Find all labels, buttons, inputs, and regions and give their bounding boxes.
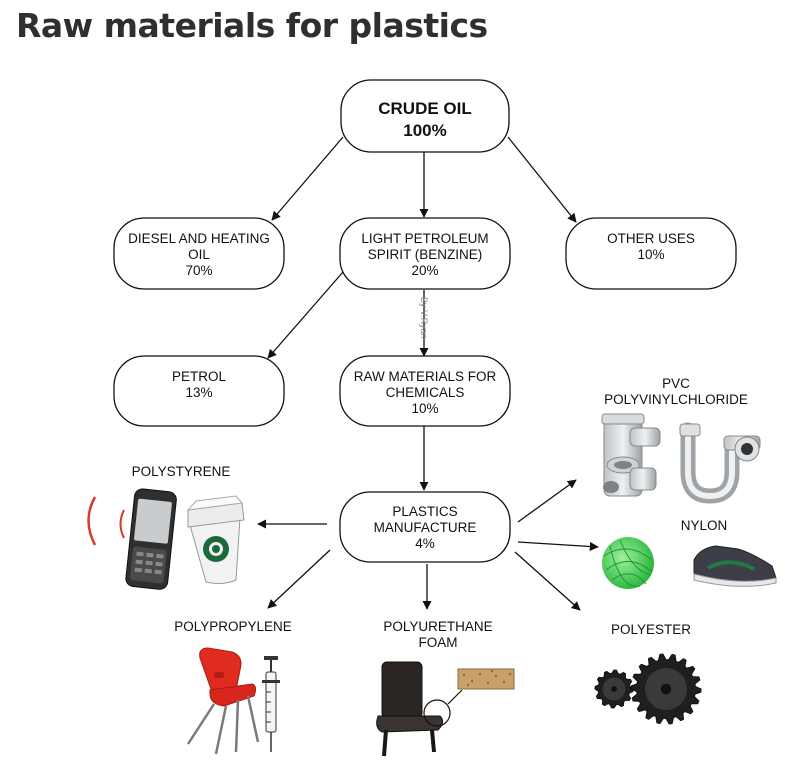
plastic-chair-icon [186,647,260,755]
svg-text:OIL: OIL [188,247,210,262]
gear-axle [611,686,617,692]
svg-text:20%: 20% [411,263,438,278]
svg-text:MANUFACTURE: MANUFACTURE [374,520,477,535]
node-light-petroleum: LIGHT PETROLEUM SPIRIT (BENZINE) 20% [339,217,511,290]
svg-text:4%: 4% [415,536,435,551]
arrow-plastics-to-pvc [517,479,577,523]
crude-oil-label: CRUDE OIL [378,99,472,118]
nylon-label: NYLON [681,518,728,533]
node-diesel: DIESEL AND HEATING OIL 70% [113,217,285,290]
watermark: By V.Ryan [419,297,429,339]
svg-text:CHEMICALS: CHEMICALS [386,385,465,400]
arrow-plastics-to-polypropylene [267,549,331,609]
pvc-full-label: POLYVINYLCHLORIDE [604,392,748,407]
svg-text:SPIRIT (BENZINE): SPIRIT (BENZINE) [368,247,483,262]
node-raw-materials: RAW MATERIALS FOR CHEMICALS 10% [339,355,511,427]
polystyrene-label: POLYSTYRENE [132,464,231,479]
gear-wheels-icon [594,653,702,725]
svg-text:OTHER USES: OTHER USES [607,231,695,246]
svg-text:LIGHT PETROLEUM: LIGHT PETROLEUM [361,231,488,246]
arrow-plastics-to-nylon [517,541,599,552]
svg-text:DIESEL AND HEATING: DIESEL AND HEATING [128,231,270,246]
green-twine-ball-icon [602,537,654,589]
pvc-waste-trap-icon [679,422,761,504]
gear-axle [660,683,672,695]
node-plastics-manufacture: PLASTICS MANUFACTURE 4% [339,491,511,563]
polyurethane-foam-label: FOAM [419,635,458,650]
polyurethane-label: POLYURETHANE [383,619,492,634]
trainer-shoe-icon [693,545,777,587]
coffee-cup-icon [186,495,245,585]
svg-text:PLASTICS: PLASTICS [392,504,457,519]
foam-sample-icon [457,668,515,690]
svg-text:10%: 10% [411,401,438,416]
crude-oil-percent: 100% [403,121,446,140]
svg-text:PETROL: PETROL [172,369,227,384]
mobile-phone-icon [87,488,177,590]
node-other-uses: OTHER USES 10% [565,217,737,290]
polypropylene-label: POLYPROPYLENE [174,619,292,634]
syringe-icon [262,656,280,752]
page-title: Raw materials for plastics [16,6,488,45]
node-crude-oil: CRUDE OIL 100% [340,79,510,153]
arrow-plastics-to-polyester [514,551,581,611]
node-petrol: PETROL 13% [113,355,285,427]
svg-text:10%: 10% [637,247,664,262]
padded-chair-icon [376,661,463,757]
pvc-label: PVC [662,376,690,391]
svg-text:RAW MATERIALS FOR: RAW MATERIALS FOR [354,369,497,384]
arrow-crude-to-other [507,136,577,223]
arrow-crude-to-diesel [271,136,344,221]
arrows [257,136,599,611]
polyester-label: POLYESTER [611,622,691,637]
arrow-light-to-petrol [267,271,344,359]
svg-text:13%: 13% [185,385,212,400]
svg-text:70%: 70% [185,263,212,278]
pvc-pipe-fittings-icon [601,413,661,497]
